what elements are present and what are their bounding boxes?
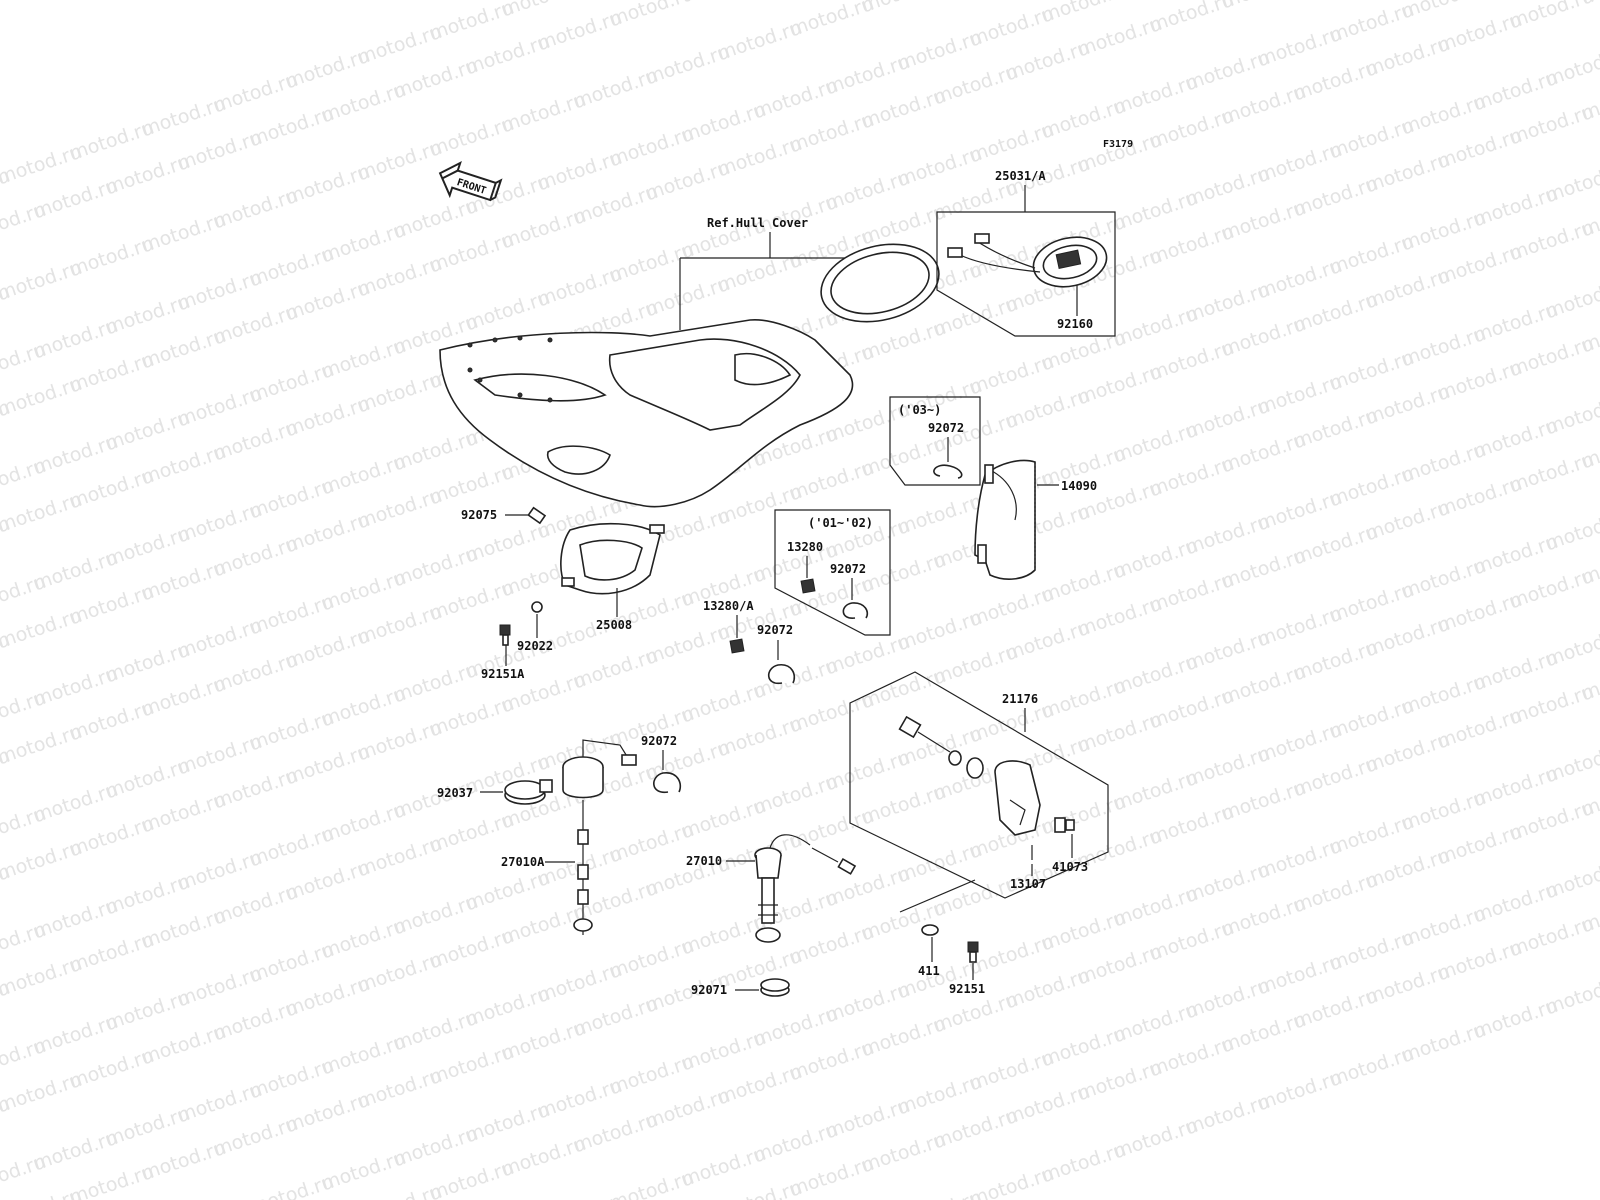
bolt-92151a <box>499 624 511 646</box>
clamp-92072-d <box>653 772 682 793</box>
watermark-text: motod.ru <box>1507 0 1597 33</box>
callout-92072-c: 92072 <box>757 623 793 637</box>
watermark-text: motod.ru <box>1543 507 1600 555</box>
callout-92151a: 92151A <box>481 667 525 681</box>
watermark-text: motod.ru <box>1543 43 1600 91</box>
cover-14090 <box>974 459 1036 580</box>
watermark-text: motod.ru <box>607 0 697 31</box>
callout-92022: 92022 <box>517 639 553 653</box>
callout-27010a: 27010A <box>501 855 545 869</box>
leader-25031a <box>936 185 1116 337</box>
watermark-text: motod.ru <box>859 0 949 17</box>
callout-13280: 13280 <box>787 540 823 554</box>
callout-25008: 25008 <box>596 618 632 632</box>
part-92075 <box>527 506 547 525</box>
callout-92072-d: 92072 <box>641 734 677 748</box>
callout-92071: 92071 <box>691 983 727 997</box>
callout-92072-b: 92072 <box>830 562 866 576</box>
watermark-text: motod.ru <box>1543 159 1600 207</box>
callout-year-01-02: ('01~'02) <box>808 516 873 530</box>
shim-13280a <box>729 638 745 654</box>
front-arrow-icon: FRONT <box>438 160 503 202</box>
watermark-text: motod.ru <box>1543 855 1600 903</box>
leader-washer <box>899 879 976 913</box>
callout-92037: 92037 <box>437 786 473 800</box>
callout-year-03: ('03~) <box>898 403 941 417</box>
box-03 <box>889 396 981 486</box>
watermark-text: motod.ru <box>679 0 769 7</box>
figure-code: F3179 <box>1103 139 1133 150</box>
watermark-text: motod.ru <box>1039 0 1129 27</box>
callout-25031a: 25031/A <box>995 169 1046 183</box>
callout-92151: 92151 <box>949 982 985 996</box>
box-01-02 <box>774 509 891 636</box>
clamp-92072-c <box>767 664 796 685</box>
callout-92075: 92075 <box>461 508 497 522</box>
callout-92160: 92160 <box>1057 317 1093 331</box>
box-21176 <box>849 671 1109 899</box>
hose-clamp-92037 <box>504 779 553 805</box>
grommet-92071 <box>760 978 790 997</box>
nut-92022 <box>531 601 543 613</box>
callout-21176: 21176 <box>1002 692 1038 706</box>
watermark-text: motod.ru <box>1543 623 1600 671</box>
watermark-text: motod.ru <box>1579 0 1600 9</box>
watermark-text: motod.ru <box>1543 739 1600 787</box>
leader-ref-hull-cover <box>679 232 861 330</box>
clamp-92072-b <box>842 602 869 619</box>
fuel-sender-27010a <box>562 739 637 935</box>
sensor-21176 <box>898 715 1041 836</box>
callout-92072-a: 92072 <box>928 421 964 435</box>
bolt-92151 <box>967 941 979 963</box>
shim-13280 <box>800 578 816 594</box>
meter-assembly <box>947 233 1108 288</box>
watermark-text: motod.ru <box>1399 0 1489 23</box>
meter-bezel <box>820 243 940 323</box>
callout-13107: 13107 <box>1010 877 1046 891</box>
clip-41073 <box>1054 817 1075 833</box>
callout-27010: 27010 <box>686 854 722 868</box>
watermark-text: motod.ru <box>1543 275 1600 323</box>
callout-411: 411 <box>918 964 940 978</box>
callout-13280a: 13280/A <box>703 599 754 613</box>
watermark-text: motod.ru <box>499 0 589 21</box>
hull-cover <box>439 319 854 508</box>
watermark-text: motod.ru <box>1543 391 1600 439</box>
watermark-text: motod.ru <box>1543 971 1600 1019</box>
bracket-25008 <box>560 522 665 595</box>
callout-ref-hull-cover: Ref.Hull Cover <box>707 216 808 230</box>
fuel-sender-27010 <box>754 834 857 943</box>
clamp-92072-a <box>933 464 963 479</box>
callout-41073: 41073 <box>1052 860 1088 874</box>
callout-14090: 14090 <box>1061 479 1097 493</box>
washer-411 <box>921 924 939 936</box>
